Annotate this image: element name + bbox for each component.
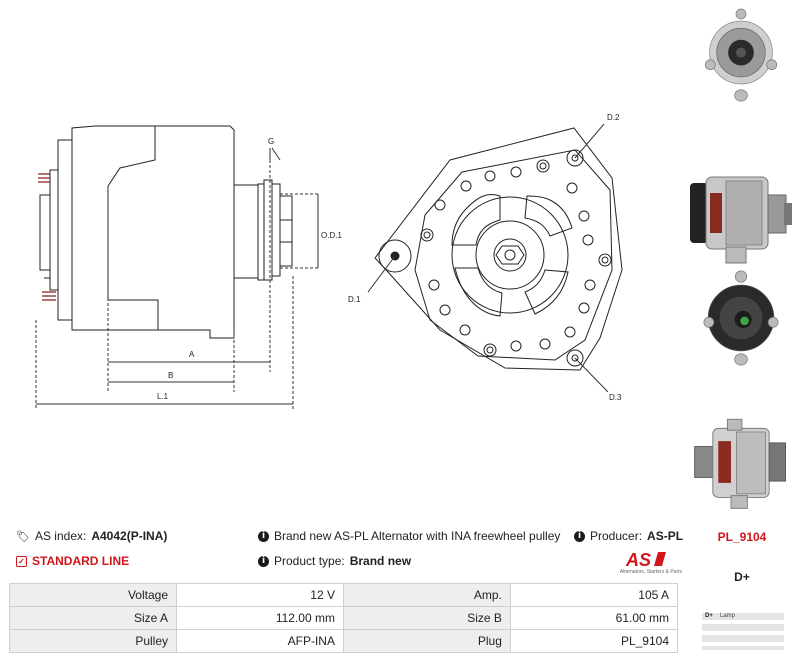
table-row: Size A 112.00 mm Size B 61.00 mm [8, 606, 679, 630]
spec-label: Plug [342, 629, 511, 653]
plug-legend-desc: Lamp [720, 613, 736, 619]
plug-legend: D+ Lamp [702, 607, 784, 650]
label-od1: O.D.1 [321, 231, 342, 240]
label-d3: D.3 [609, 393, 622, 402]
label-d1: D.1 [348, 295, 361, 304]
producer-value: AS-PL [647, 529, 684, 543]
spec-label: Voltage [8, 583, 178, 607]
label-l1: L.1 [157, 392, 169, 401]
plug-legend-row-empty [702, 635, 784, 642]
standard-line-label: STANDARD LINE [32, 554, 130, 568]
info-icon: i [258, 555, 269, 567]
side-view-connectors [38, 173, 56, 301]
as-index-value: A4042(P-INA) [91, 529, 168, 543]
label-d2: D.2 [607, 113, 620, 122]
checkbox-icon: ✓ [16, 555, 27, 567]
producer-row: i Producer: AS-PL [574, 529, 683, 543]
label-b: B [168, 371, 173, 380]
specs-table: Voltage 12 V Amp. 105 A Size A 112.00 mm… [8, 583, 679, 653]
spec-label: Amp. [342, 583, 511, 607]
tag-icon: 🏷 [16, 529, 30, 543]
spec-value: AFP-INA [176, 629, 344, 653]
logo-tagline: Alternators, Starters & Parts [619, 569, 682, 575]
product-type-row: i Product type: Brand new [258, 554, 411, 568]
plug-legend-row-empty [702, 646, 784, 650]
spec-label: Size B [342, 606, 511, 630]
as-index-row: 🏷 AS index: A4042(P-INA) [16, 529, 167, 543]
description-row: i Brand new AS-PL Alternator with INA fr… [258, 529, 560, 543]
spec-label: Size A [8, 606, 178, 630]
producer-label: Producer: [590, 529, 643, 543]
plug-legend-terminal: D+ [705, 613, 713, 619]
spec-value: 61.00 mm [509, 606, 679, 630]
plug-legend-row-empty [702, 624, 784, 631]
side-view-outline [39, 125, 293, 339]
plug-code-link[interactable]: PL_9104 [717, 530, 767, 544]
product-type-value: Brand new [349, 554, 412, 568]
thumbnail-front-view[interactable] [686, 4, 796, 104]
product-type-label: Product type: [274, 554, 345, 568]
front-view-holes [420, 149, 612, 367]
spec-value: PL_9104 [509, 629, 679, 653]
thumbnail-side-view-2[interactable] [686, 412, 796, 512]
thumbnail-side-view[interactable] [686, 165, 796, 265]
spec-value: 105 A [509, 583, 679, 607]
info-icon: i [258, 530, 269, 542]
plug-terminal: D+ [734, 570, 750, 584]
as-pl-logo: AS [625, 550, 666, 570]
standard-line-row: ✓ STANDARD LINE [16, 554, 129, 568]
svg-text:AS: AS [625, 550, 651, 570]
plug-legend-row: D+ Lamp [702, 613, 784, 620]
spec-value: 12 V [176, 583, 344, 607]
label-a: A [189, 350, 195, 359]
technical-drawing: G O.D.1 A B L.1 D.1 D.2 D.3 [35, 113, 623, 410]
info-icon: i [574, 530, 585, 542]
table-row: Voltage 12 V Amp. 105 A [8, 583, 679, 607]
spec-value: 112.00 mm [176, 606, 344, 630]
front-view-outline [374, 127, 623, 371]
table-row: Pulley AFP-INA Plug PL_9104 [8, 629, 679, 653]
thumbnail-rear-view[interactable] [686, 268, 796, 368]
as-index-label: AS index: [34, 529, 87, 543]
label-g: G [268, 137, 274, 146]
spec-label: Pulley [8, 629, 178, 653]
product-description: Brand new AS-PL Alternator with INA free… [274, 529, 561, 543]
